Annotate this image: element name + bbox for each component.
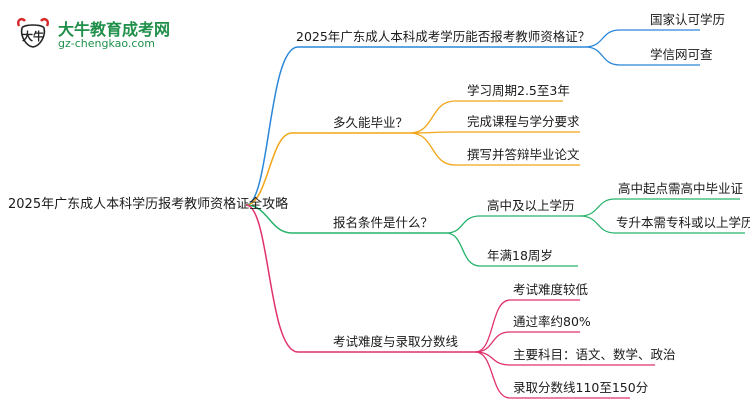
connector-b3-gc1 (579, 198, 740, 217)
connector-b3-gc2 (579, 215, 745, 234)
logo-name: 大牛教育成考网 (58, 20, 171, 39)
branch-1-child-2: 学信网可查 (650, 47, 713, 62)
connector-b3-c1 (445, 215, 580, 234)
logo-url: gz-chengkao.com (58, 37, 155, 50)
branch-4-child-4: 录取分数线110至150分 (513, 380, 649, 395)
branch-3-grandchild-1: 高中起点需高中毕业证 (618, 181, 744, 196)
logo-mark-text: 大牛 (22, 29, 44, 43)
branch-1-child-1: 国家认可学历 (650, 12, 726, 27)
branch-4-child-3: 主要科目：语文、数学、政治 (513, 347, 676, 362)
ox-logo-icon: 大牛 (17, 17, 49, 48)
branch-2-child-1: 学习周期2.5至3年 (467, 83, 570, 98)
branch-3-grandchild-2: 专升本需专科或以上学历 (616, 215, 750, 230)
connector-root-branch-2 (245, 132, 410, 206)
branch-4-child-1: 考试难度较低 (513, 282, 589, 297)
branch-2-child-3: 撰写并答辩毕业论文 (467, 147, 580, 162)
branch-2-label: 多久能毕业？ (333, 115, 409, 130)
branch-1-label: 2025年广东成人本科成考学历能否报考教师资格证？ (296, 29, 591, 44)
site-logo[interactable]: 大牛 大牛教育成考网 gz-chengkao.com (6, 12, 236, 56)
branch-3-child-2: 年满18周岁 (487, 248, 553, 263)
connector-b4-c4 (474, 351, 630, 399)
connector-b4-c2 (474, 331, 580, 353)
connector-b2-c2 (409, 131, 580, 134)
connector-b2-c3 (409, 132, 580, 166)
branch-3-label: 报名条件是什么？ (333, 215, 434, 230)
branch-4-child-2: 通过率约80% (513, 314, 591, 329)
connector-b4-c3 (474, 351, 655, 366)
root-node: 2025年广东成人本科学历报考教师资格证全攻略 (8, 197, 289, 212)
branch-3-child-1: 高中及以上学历 (487, 198, 575, 213)
connector-b2-c1 (409, 100, 563, 134)
connector-b1-c1 (584, 29, 700, 48)
branch-4-label: 考试难度与录取分数线 (333, 334, 459, 349)
branch-2-child-2: 完成课程与学分要求 (467, 114, 580, 129)
connector-root-branch-4 (245, 204, 475, 353)
connector-b3-c2 (445, 232, 578, 267)
connector-root-branch-1 (245, 46, 585, 206)
connector-b4-c1 (474, 299, 580, 353)
connector-root-branch-3 (245, 204, 446, 234)
connector-b1-c2 (584, 46, 700, 66)
